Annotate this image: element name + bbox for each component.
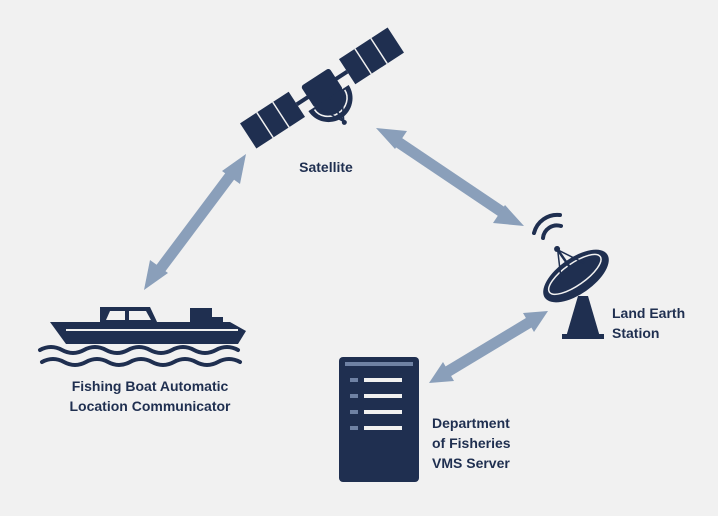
vms-server-label-line3: VMS Server	[432, 455, 510, 471]
server-icon	[339, 357, 419, 482]
satellite-dish-icon	[532, 212, 609, 339]
arrow-satellite-station	[376, 128, 524, 226]
fishing-boat-label-line2: Location Communicator	[69, 398, 231, 414]
land-earth-station-label-line2: Station	[612, 325, 660, 341]
satellite-label: Satellite	[276, 157, 376, 177]
satellite-icon	[240, 27, 404, 149]
vms-server-label-line2: of Fisheries	[432, 435, 511, 451]
arrow-station-server	[429, 311, 548, 383]
satellite-label-text: Satellite	[299, 159, 353, 175]
arrow-boat-satellite	[144, 154, 246, 290]
boat-icon	[38, 307, 246, 367]
land-earth-station-label: Land Earth Station	[612, 303, 685, 343]
vms-server-label: Department of Fisheries VMS Server	[432, 413, 511, 473]
fishing-boat-label: Fishing Boat Automatic Location Communic…	[40, 376, 260, 416]
land-earth-station-label-line1: Land Earth	[612, 305, 686, 321]
fishing-boat-label-line1: Fishing Boat Automatic	[71, 378, 229, 394]
vms-server-label-line1: Department	[432, 415, 510, 431]
